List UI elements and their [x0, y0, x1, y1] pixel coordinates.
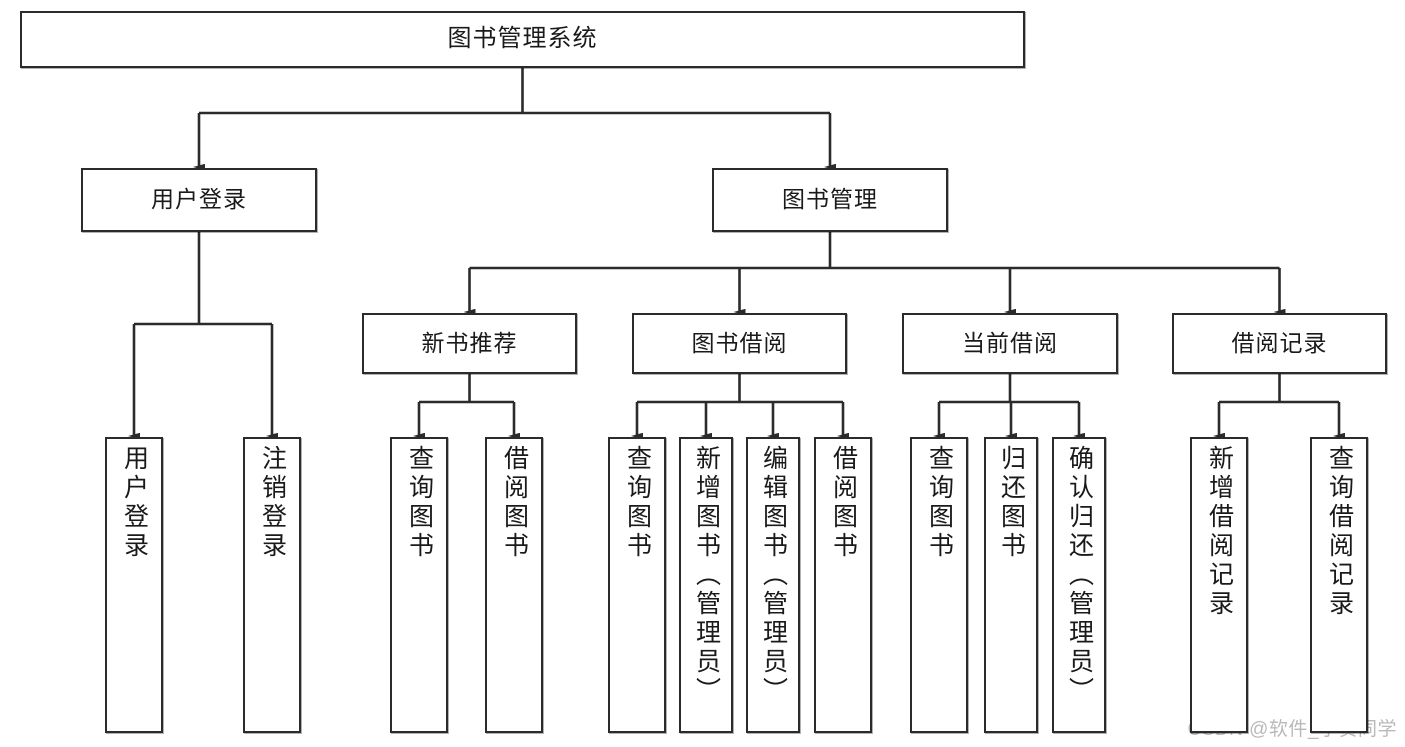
node-label: 归还图书	[997, 445, 1026, 561]
node-leaf-user-logout[interactable]: 注销登录	[243, 437, 301, 733]
node-label: 新书推荐	[421, 329, 518, 356]
node-current-borrow[interactable]: 当前借阅	[902, 313, 1118, 374]
node-label: 查询图书	[405, 445, 434, 561]
node-leaf-add-book[interactable]: 新增图书（管理员）	[679, 437, 733, 733]
node-label: 用户登录	[151, 186, 247, 213]
node-label: 用户登录	[120, 445, 149, 561]
node-label: 注销登录	[258, 445, 287, 561]
node-book-manage[interactable]: 图书管理	[712, 168, 948, 232]
node-leaf-confirm-return[interactable]: 确认归还（管理员）	[1052, 437, 1106, 733]
node-label: 新增图书（管理员）	[692, 445, 721, 706]
node-label: 图书管理系统	[447, 25, 598, 53]
node-leaf-query-record[interactable]: 查询借阅记录	[1310, 437, 1368, 733]
node-user-login[interactable]: 用户登录	[81, 168, 317, 232]
node-label: 确认归还（管理员）	[1065, 445, 1094, 706]
node-leaf-add-record[interactable]: 新增借阅记录	[1190, 437, 1248, 733]
node-leaf-borrow-book-2[interactable]: 借阅图书	[814, 437, 872, 733]
node-leaf-query-book-2[interactable]: 查询图书	[608, 437, 666, 733]
node-leaf-query-book-1[interactable]: 查询图书	[390, 437, 448, 733]
node-leaf-user-login[interactable]: 用户登录	[105, 437, 163, 733]
node-label: 查询借阅记录	[1325, 445, 1354, 619]
node-borrow-record[interactable]: 借阅记录	[1172, 313, 1387, 374]
node-label: 查询图书	[925, 445, 954, 561]
node-label: 查询图书	[623, 445, 652, 561]
node-leaf-edit-book[interactable]: 编辑图书（管理员）	[746, 437, 800, 733]
node-book-borrow[interactable]: 图书借阅	[632, 313, 847, 374]
node-label: 编辑图书（管理员）	[759, 445, 788, 706]
node-leaf-borrow-book-1[interactable]: 借阅图书	[485, 437, 543, 733]
node-leaf-query-book-3[interactable]: 查询图书	[910, 437, 968, 733]
node-label: 借阅图书	[500, 445, 529, 561]
node-label: 图书管理	[782, 186, 878, 213]
node-new-book-rec[interactable]: 新书推荐	[362, 313, 577, 374]
node-label: 借阅图书	[829, 445, 858, 561]
node-label: 当前借阅	[962, 329, 1058, 356]
node-leaf-return-book[interactable]: 归还图书	[984, 437, 1038, 733]
node-label: 图书借阅	[691, 329, 788, 356]
node-label: 新增借阅记录	[1205, 445, 1234, 619]
node-label: 借阅记录	[1231, 329, 1328, 356]
node-root[interactable]: 图书管理系统	[20, 11, 1025, 68]
